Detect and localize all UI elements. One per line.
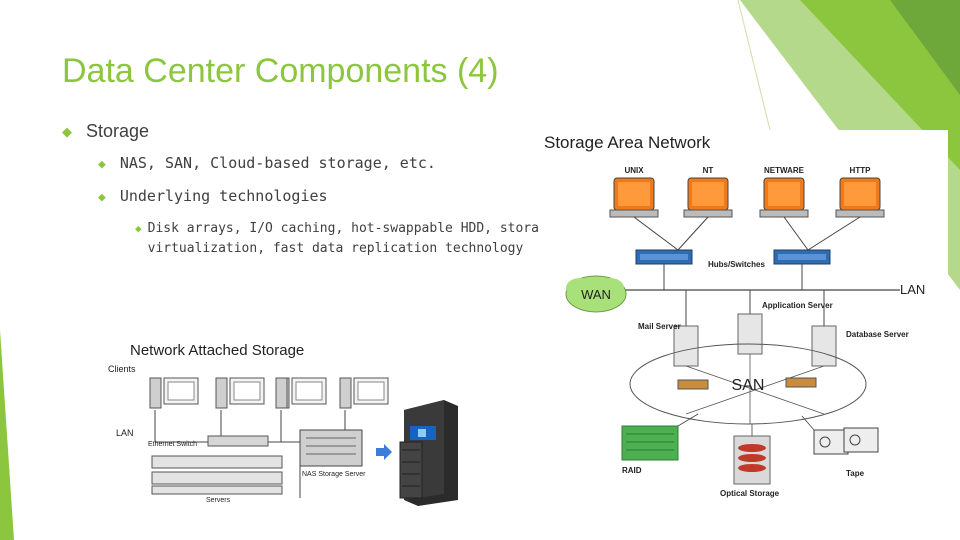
wan-label: WAN <box>581 287 611 302</box>
client-netware: NETWARE <box>759 166 809 218</box>
wan-cloud-icon <box>565 275 627 313</box>
storage-raid: RAID <box>621 425 679 475</box>
ethernet-switch: Ethernet Switch <box>148 435 269 448</box>
client-unix: UNIX <box>609 166 659 218</box>
nas-client-pc-rightmost <box>339 377 389 409</box>
servers-label: Servers <box>206 497 231 504</box>
diamond-bullet-icon: ◆ <box>135 222 142 235</box>
server-icon <box>151 471 283 485</box>
desktop-icon <box>149 377 162 409</box>
desktop-icon <box>275 377 288 409</box>
nas-server: NAS Storage Server <box>299 429 366 478</box>
slide-title: Data Center Components (4) <box>62 52 499 90</box>
nas-client-1 <box>149 377 199 409</box>
server-label: Database Server <box>846 330 909 339</box>
server-label: Application Server <box>762 301 833 310</box>
server-icon <box>151 455 283 469</box>
storage-optical: Optical Storage <box>720 435 780 498</box>
diamond-bullet-icon: ◆ <box>98 157 106 172</box>
bullet-storage-types: ◆ NAS, SAN, Cloud-based storage, etc. <box>98 154 436 176</box>
san-title: Storage Area Network <box>544 133 711 152</box>
corner-shape-mid <box>800 0 960 170</box>
left-edge-shape <box>0 330 14 540</box>
san-switch-icon <box>677 379 709 390</box>
lan-label: LAN <box>900 282 925 297</box>
nas-label: NAS Storage Server <box>302 471 366 478</box>
switch-label: Hubs/Switches <box>708 260 765 269</box>
client-label: UNIX <box>624 166 644 175</box>
client-nt: NT <box>683 166 733 218</box>
rack-servers: Servers <box>151 455 283 504</box>
bullet-text: Storage <box>86 121 150 141</box>
clients-label: Clients <box>108 364 136 374</box>
switch-label: Ethernet Switch <box>148 441 197 448</box>
switch-icon <box>207 435 269 447</box>
nas-diagram: Network Attached Storage Clients <box>100 330 480 508</box>
raid-icon <box>621 425 679 461</box>
client-http: HTTP <box>835 166 885 218</box>
desktop-icon <box>215 377 228 409</box>
storage-tape: Tape <box>813 427 879 478</box>
storage-label: Tape <box>846 469 865 478</box>
nas-client-station-4 <box>275 377 288 409</box>
server-icon <box>811 325 837 367</box>
corner-line <box>737 0 771 131</box>
bullet-storage: ◆ Storage <box>62 121 149 143</box>
nas-device-icon <box>399 400 458 506</box>
bullet-text: Disk arrays, I/O caching, hot-swappable … <box>147 221 555 256</box>
bullet-technology-list: ◆ Disk arrays, I/O caching, hot-swappabl… <box>135 219 555 259</box>
tape-icon <box>813 429 849 455</box>
bullet-underlying-tech: ◆ Underlying technologies <box>98 187 328 209</box>
storage-label: RAID <box>622 466 642 475</box>
san-ring <box>629 343 867 425</box>
bullet-text: Underlying technologies <box>119 187 328 205</box>
nas-client-2 <box>215 377 265 409</box>
lan-label: LAN <box>116 428 134 438</box>
arrow-right-icon <box>376 444 392 460</box>
desktop-icon <box>339 377 352 409</box>
server-database: Database Server <box>811 290 909 367</box>
san-diagram: Storage Area Network UNIX NT NETWARE HTT… <box>538 130 948 523</box>
server-icon <box>151 485 283 495</box>
storage-label: Optical Storage <box>720 489 780 498</box>
diamond-bullet-icon: ◆ <box>62 124 72 139</box>
san-switch-icon <box>785 377 817 388</box>
server-label: Mail Server <box>638 322 681 331</box>
client-label: NT <box>703 166 714 175</box>
bullet-text: NAS, SAN, Cloud-based storage, etc. <box>119 154 436 172</box>
diamond-bullet-icon: ◆ <box>98 190 106 205</box>
nas-title: Network Attached Storage <box>130 342 304 359</box>
nas-server-icon <box>299 429 363 467</box>
client-label: NETWARE <box>764 166 805 175</box>
switch-right <box>773 249 831 265</box>
server-icon <box>737 313 763 355</box>
switch-left <box>635 249 693 265</box>
san-label: SAN <box>732 377 765 394</box>
client-label: HTTP <box>850 166 872 175</box>
server-icon <box>673 325 699 367</box>
corner-shape-dark <box>890 0 960 95</box>
